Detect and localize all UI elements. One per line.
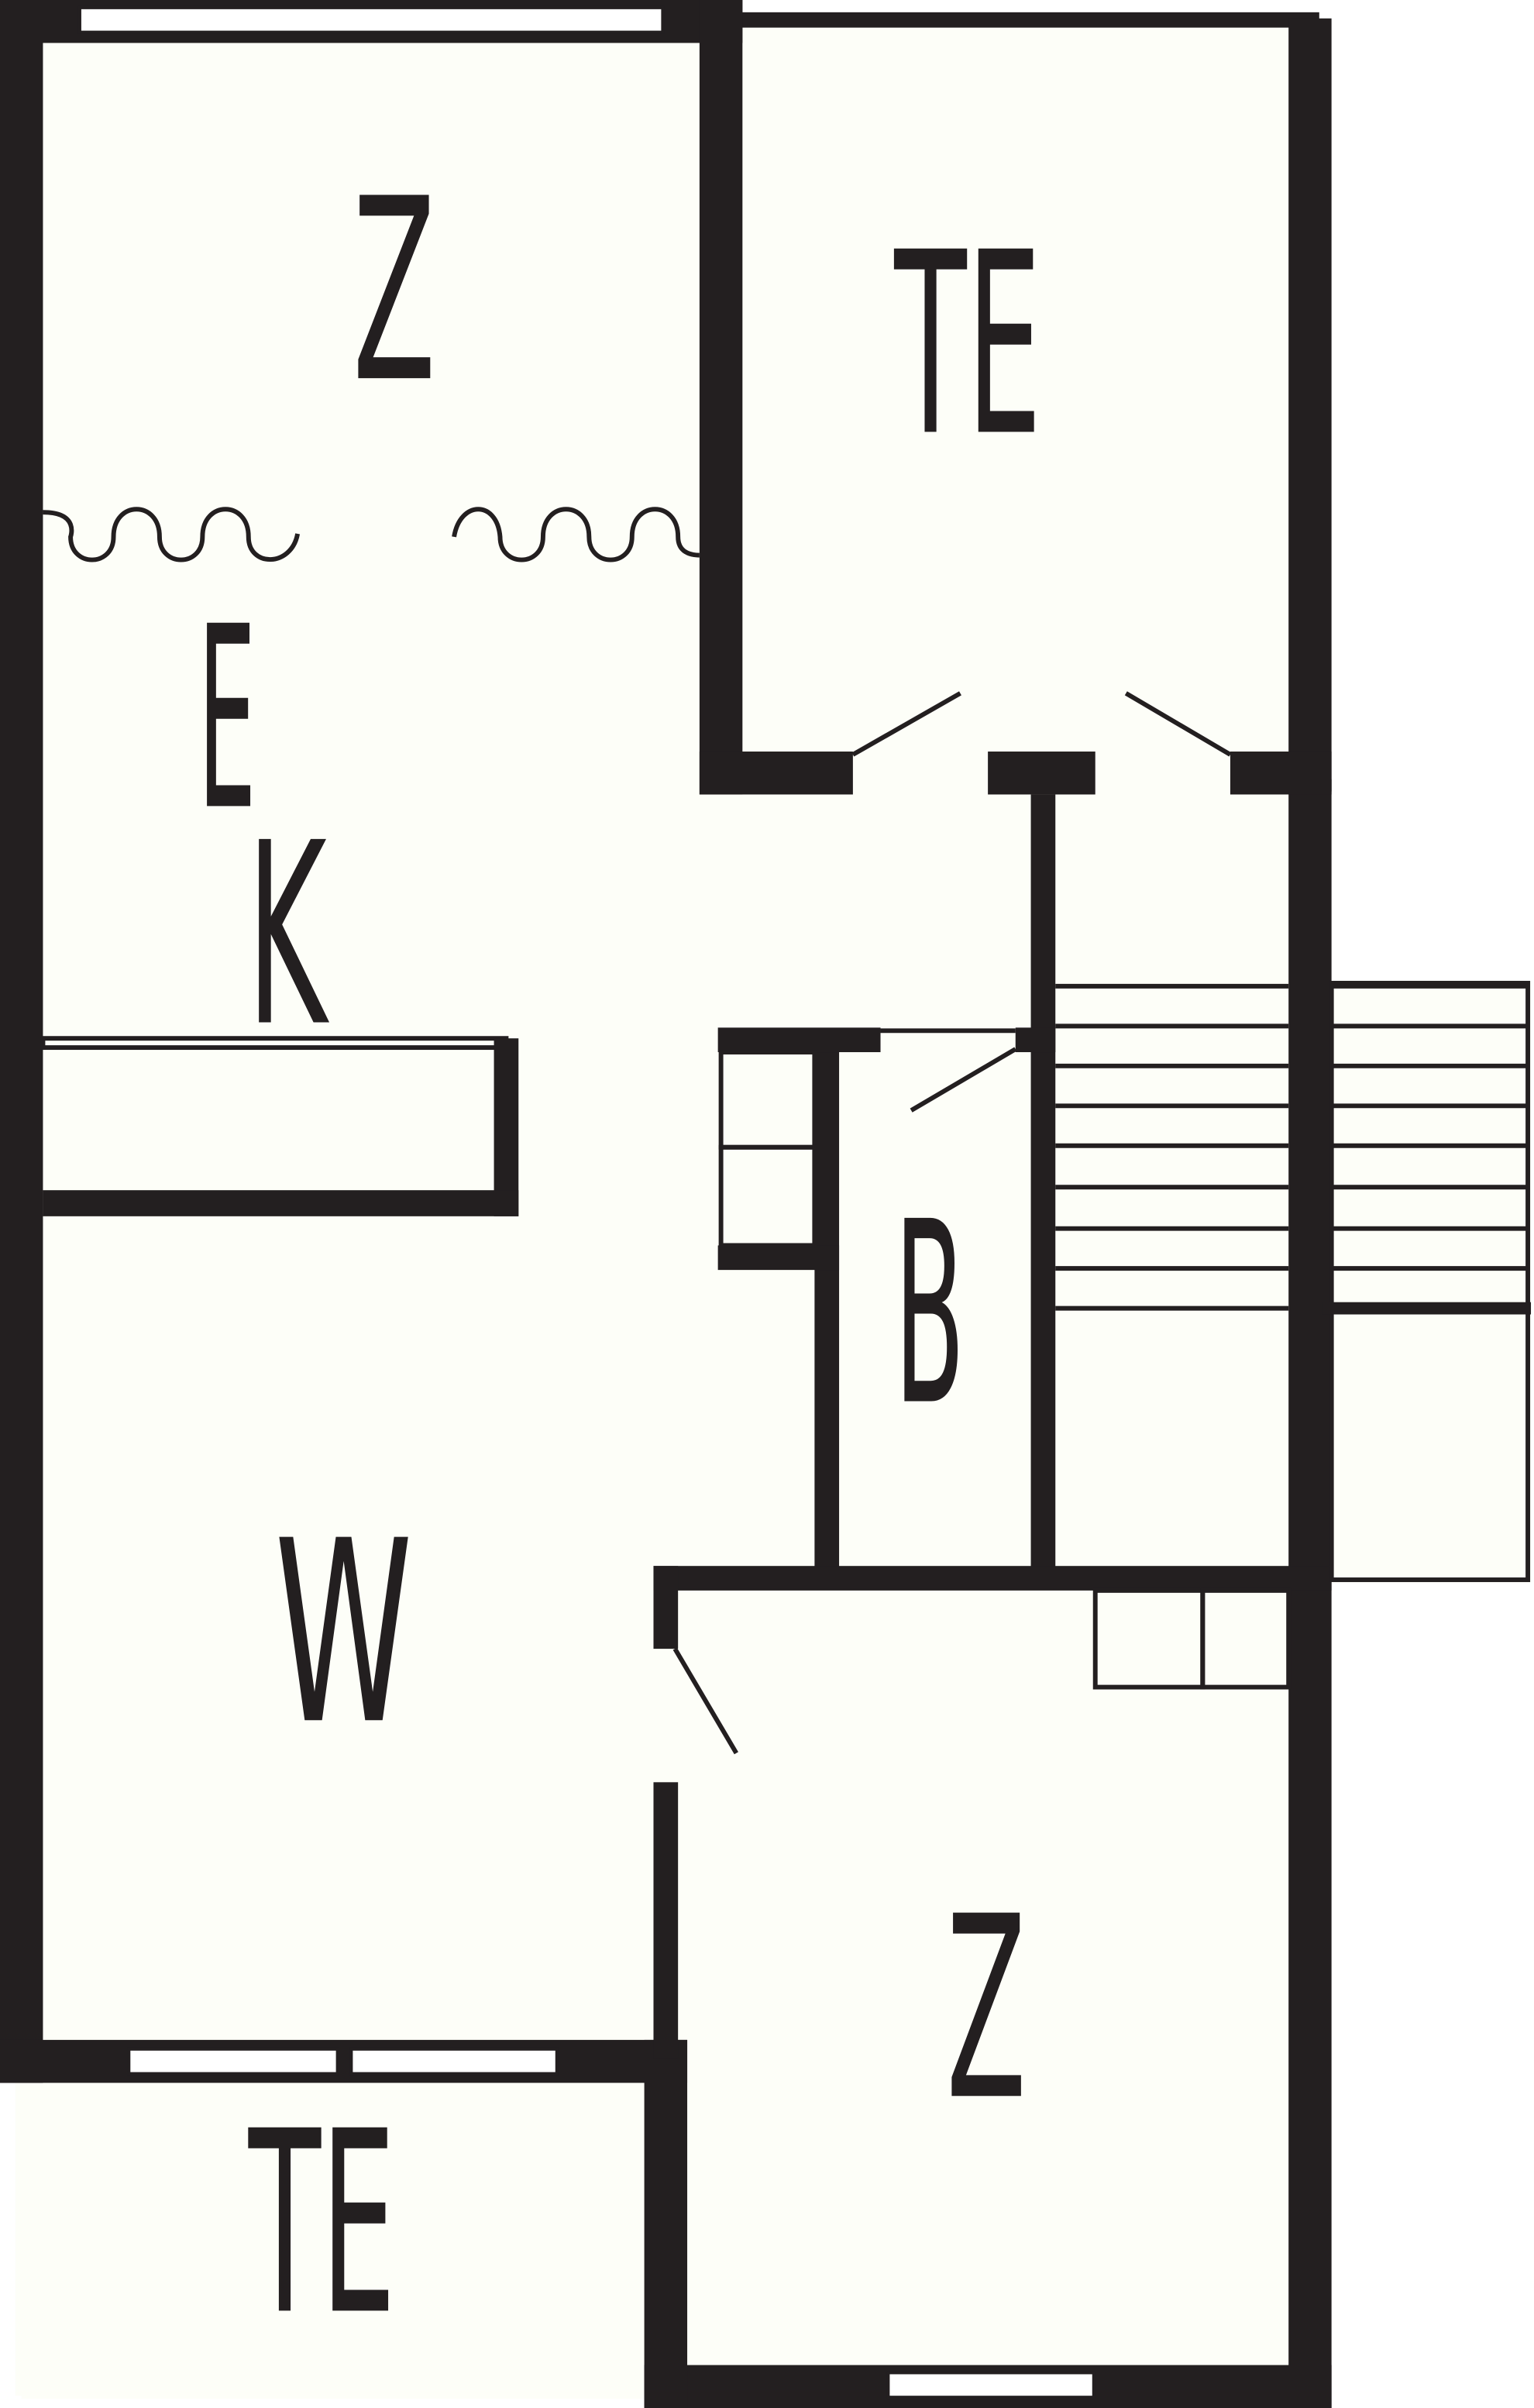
window-bottom-left-b [349,2047,559,2076]
wall-right-upper [1288,18,1332,792]
door-te-right [1124,691,1232,757]
closet-bottom [718,1144,817,1248]
wall-b-top-right [1015,1027,1056,1053]
floor-stair-landing [1322,981,1532,1583]
staircase [1055,980,1532,1582]
stair-outer-frame [1329,980,1531,1582]
wall-w-bottom [0,2039,688,2083]
room-label-z-top: Z [353,145,435,438]
wall-z-left-mid [653,1782,679,2059]
stair-treads-left [1055,983,1289,1311]
door-te-left [851,691,961,757]
wall-z-left-lower [644,2039,688,2408]
wall-kitchen-counter-right [494,1038,519,1216]
window-bottom [886,2371,1095,2399]
wall-left [0,0,43,2083]
fixtures [718,1028,1292,1690]
stair-treads-right [1331,983,1529,1271]
wall-te-bottom-right [1230,752,1332,795]
room-label-b: B [894,1168,965,1461]
room-labels: Z TE E K B W Z TE [198,145,1041,2370]
wardrobe-right [1200,1588,1292,1690]
wall-te-bottom-left [699,752,853,795]
stair-landing-divider [1322,1302,1532,1315]
room-label-z-bottom: Z [947,1863,1027,2155]
wall-core-vertical [1030,794,1056,1583]
room-label-e: E [198,573,256,865]
window-top [77,5,665,34]
room-label-k: K [247,789,331,1082]
windows [77,5,1095,2399]
curtains [43,507,700,562]
window-bottom-left-a [127,2047,339,2076]
wall-right-lower [1288,779,1332,2408]
room-label-te-top: TE [893,198,1041,491]
floor-bottom-terrace [15,2073,651,2396]
doors [672,691,1232,1755]
wall-kitchen-counter-bottom [43,1190,519,1216]
curtain-right [452,507,700,562]
wall-b-top-left [717,1027,881,1053]
wall-closet-bottom [717,1245,840,1271]
wall-b-left [814,1037,840,1583]
wall-te-bottom-mid [988,752,1095,795]
wall-z-left-upper [653,1566,679,1649]
interior-walls [40,794,1332,2059]
door-b [910,1047,1017,1113]
wall-te-left [699,0,743,795]
curtain-left [43,507,301,562]
wall-z-top [653,1566,1332,1591]
door-z [672,1647,738,1755]
wall-top-right [699,12,1319,28]
room-label-w: W [274,1487,412,1780]
room-label-te-bottom: TE [246,2077,395,2370]
